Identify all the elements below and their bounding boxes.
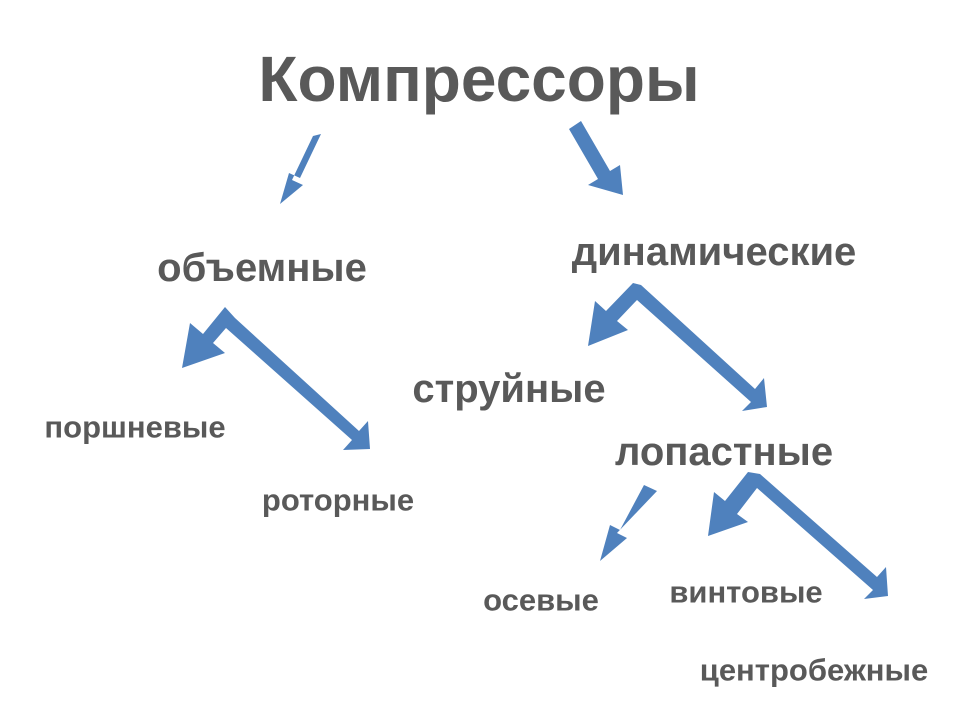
node-piston: поршневые	[44, 409, 226, 445]
node-jet: струйные	[412, 367, 606, 411]
node-rotary: роторные	[261, 482, 415, 518]
arrow-blade-fork	[708, 472, 888, 599]
node-screw: винтовые	[669, 574, 823, 610]
arrow-root-to-volume	[280, 134, 321, 204]
node-dynamic: динамические	[571, 230, 857, 274]
node-root-compressors: Компрессоры	[258, 43, 700, 115]
arrow-root-to-dynamic	[569, 121, 623, 195]
node-axial: осевые	[483, 582, 599, 618]
node-volume: объемные	[157, 246, 367, 290]
node-centrifugal: центробежные	[699, 652, 929, 688]
arrow-blade-to-axial	[600, 485, 657, 561]
arrow-volume-fork	[182, 307, 370, 450]
arrow-dynamic-fork	[588, 283, 767, 411]
node-blade: лопастные	[614, 430, 834, 474]
